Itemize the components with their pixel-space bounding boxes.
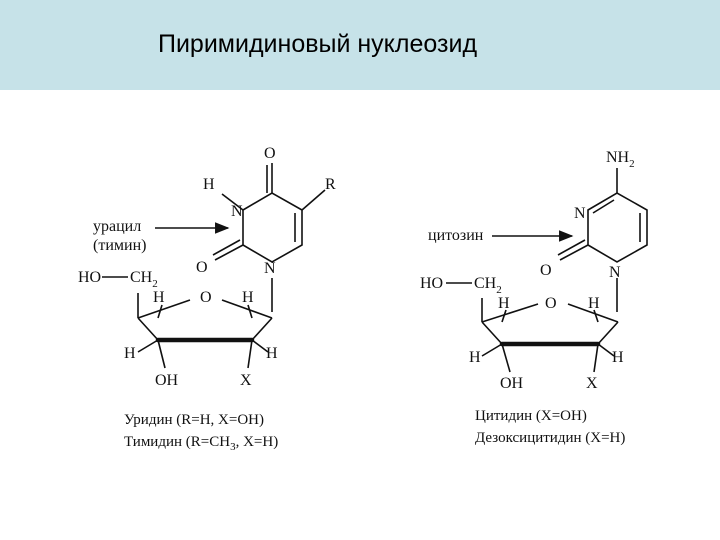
c1-h-bond (593, 309, 599, 323)
sugar-c1-c2-bond (597, 321, 619, 345)
atom-h-c1: H (242, 289, 254, 306)
c4-h-bond (157, 304, 163, 319)
atom-h-c4: H (153, 289, 165, 306)
label-cytosine: цитозин (428, 227, 484, 244)
sugar-o-c1-bond (567, 303, 619, 323)
atom-x: X (240, 372, 252, 389)
cytidine-structure: NH2 N O N HO CH2 H O H H H OH X цитозин … (420, 149, 648, 446)
n3-c4-double-bond (592, 199, 615, 214)
c2-o-double-bond (212, 239, 241, 256)
atom-o-ring: O (200, 289, 212, 306)
c3-h-bond (137, 339, 159, 353)
atom-h-c4: H (498, 295, 510, 312)
c2-x-bond (593, 343, 599, 373)
atom-h-c3: H (469, 349, 481, 366)
c3-oh-bond (501, 343, 511, 373)
c5-r-bond (301, 189, 326, 211)
atom-r: R (325, 176, 336, 193)
c1-h-bond (247, 304, 253, 319)
c3-oh-bond (157, 339, 166, 369)
atom-o-c2: O (540, 262, 552, 279)
atom-h-c2: H (612, 349, 624, 366)
atom-oh: OH (155, 372, 179, 389)
atom-h-c1: H (588, 295, 600, 312)
c3-h-bond (481, 343, 503, 357)
atom-ho: HO (78, 269, 101, 286)
atom-n3: N (231, 203, 243, 220)
atom-h-n3: H (203, 176, 215, 193)
c2-x-bond (247, 339, 253, 369)
atom-n1: N (264, 260, 276, 277)
title-banner: Пиримидиновый нуклеозид (0, 0, 720, 90)
c4-h-bond (501, 309, 507, 323)
caption-deoxycytidine: Дезоксицитидин (X=H) (475, 430, 625, 446)
atom-ch2: CH2 (474, 275, 502, 296)
c2-o-bond (559, 244, 589, 261)
caption-thymidine: Тимидин (R=CH3, X=H) (124, 434, 278, 453)
page-title: Пиримидиновый нуклеозид (158, 30, 478, 58)
atom-o-c2: O (196, 259, 208, 276)
atom-h-c2: H (266, 345, 278, 362)
atom-o-top: O (264, 145, 276, 162)
atom-ho: HO (420, 275, 443, 292)
atom-x: X (586, 375, 598, 392)
cytosine-ring-bonds (587, 192, 648, 263)
label-uracil: урацил (93, 218, 141, 235)
atom-oh: OH (500, 375, 524, 392)
n3-h-bond (221, 193, 244, 211)
c2-o-double-bond (557, 239, 586, 256)
uracil-ring-bonds (242, 192, 303, 263)
c2-h-bond (597, 343, 615, 357)
atom-ch2: CH2 (130, 269, 158, 290)
atom-n3: N (574, 205, 586, 222)
uridine-structure: O H R N O N HO CH2 H O H H H OH X урацил… (78, 145, 336, 453)
atom-nh2: NH2 (606, 149, 635, 170)
atom-o-ring: O (545, 295, 557, 312)
sugar-c4-c3-bond (137, 317, 159, 341)
atom-n1: N (609, 264, 621, 281)
c2-h-bond (251, 339, 269, 353)
sugar-c4-o-bond (137, 299, 191, 319)
sugar-c4-c3-bond (481, 321, 503, 345)
atom-h-c3: H (124, 345, 136, 362)
caption-uridine: Уридин (R=H, X=OH) (124, 412, 264, 428)
c2-o-bond (214, 244, 244, 261)
label-thymine: (тимин) (93, 237, 146, 254)
sugar-o-c1-bond (221, 299, 273, 319)
caption-cytidine: Цитидин (X=OH) (475, 408, 587, 424)
sugar-c1-c2-bond (251, 317, 273, 341)
sugar-c4-o-bond (481, 303, 539, 323)
